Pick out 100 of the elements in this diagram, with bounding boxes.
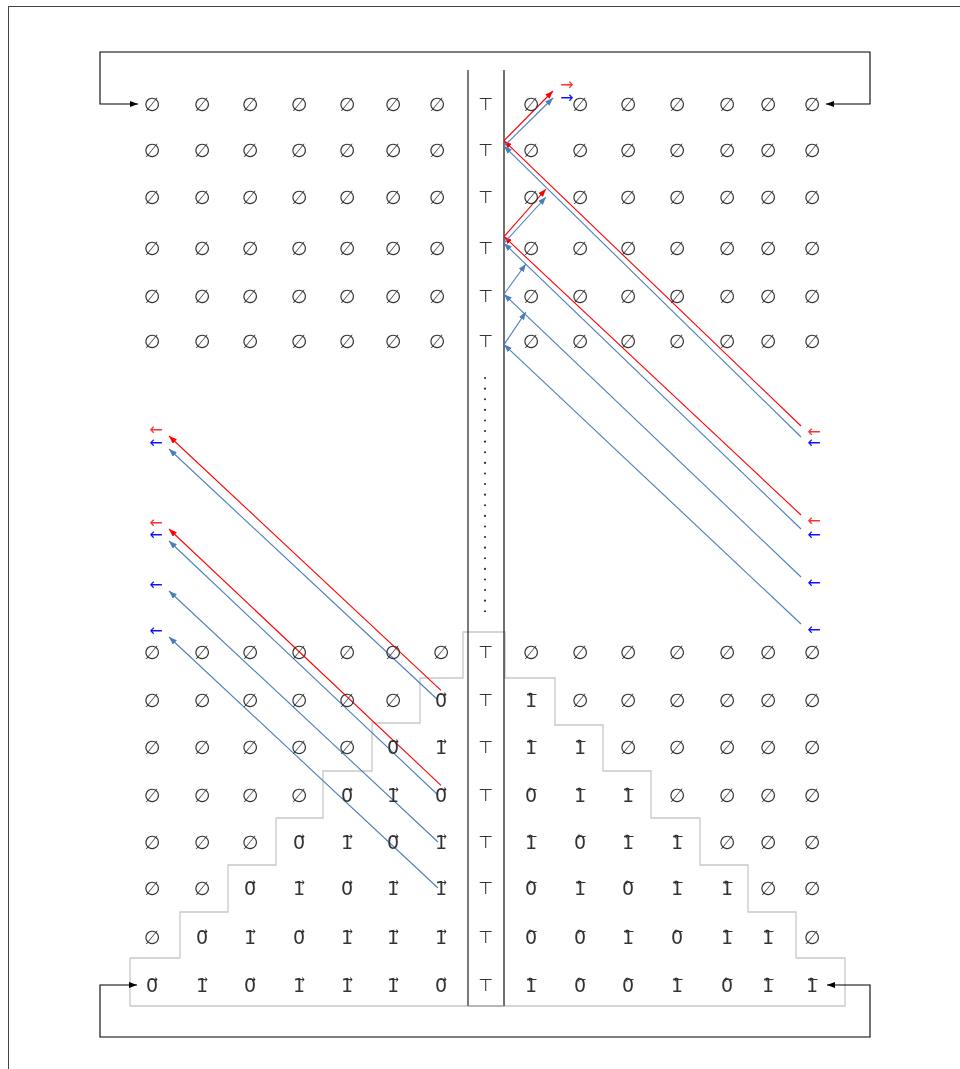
cell-value: ∅	[802, 875, 822, 901]
cell-value: ∅	[144, 287, 160, 305]
cell-value: ∅	[804, 332, 820, 350]
cell-value: ∅	[572, 95, 588, 113]
cell-value: ∅	[669, 188, 685, 206]
cell-value: 0⃖	[719, 972, 735, 998]
arrow	[168, 636, 439, 889]
cell-value: ∅	[138, 89, 166, 119]
cell-value: ∅	[429, 332, 445, 350]
top-symbol: ⊤	[468, 636, 504, 668]
arrow	[503, 344, 802, 625]
cell-value: ∅	[618, 687, 638, 713]
arrow-label: ←	[801, 426, 827, 438]
cell-value: 0⃗	[426, 684, 456, 716]
cell-value: ∅	[142, 875, 162, 901]
cell-value: ∅	[802, 924, 822, 950]
cell-value: 1⃖	[797, 969, 827, 1001]
cell-value: ∅	[291, 332, 307, 350]
cell-value: ∅	[523, 141, 539, 159]
cell-value: ∅	[142, 782, 162, 808]
cell-value: ∅	[719, 188, 735, 206]
cell-value: ∅	[194, 95, 210, 113]
cell-value: ∅	[804, 239, 820, 257]
cell-value: 1⃖	[523, 972, 539, 998]
cell-value: ∅	[521, 639, 541, 665]
cell-value: ∅	[194, 287, 210, 305]
top-symbol: ⊤	[468, 135, 504, 165]
arrow-label: ←	[801, 624, 827, 636]
cell-value: ∅	[758, 639, 778, 665]
arrow	[99, 51, 871, 107]
cell-value: 1⃗	[426, 826, 456, 858]
cell-value: ∅	[339, 239, 355, 257]
arrow	[503, 311, 527, 346]
cell-value: ∅	[192, 639, 212, 665]
cell-value: ∅	[802, 782, 822, 808]
cell-value: ∅	[760, 188, 776, 206]
cell-value: 0⃗	[426, 779, 456, 811]
cell-value: ∅	[572, 239, 588, 257]
cell-value: 0⃖	[523, 875, 539, 901]
cell-value: 1⃖	[669, 829, 685, 855]
arrow-label: ←	[801, 577, 827, 589]
cell-value: ∅	[429, 141, 445, 159]
cell-value: ∅	[385, 188, 401, 206]
cell-value: ∅	[291, 141, 307, 159]
cell-value: ∅	[242, 188, 258, 206]
cell-value: ∅	[291, 188, 307, 206]
cell-value: ∅	[339, 95, 355, 113]
cell-value: ∅	[717, 687, 737, 713]
cell-value: ∅	[717, 782, 737, 808]
top-symbol: ⊤	[468, 326, 504, 356]
top-symbol: ⊤	[468, 921, 504, 953]
cell-value: 1⃖	[669, 875, 685, 901]
arrow-label: ←	[143, 579, 169, 591]
cell-value: ∅	[339, 188, 355, 206]
cell-value: ∅	[194, 188, 210, 206]
cell-value: ∅	[719, 141, 735, 159]
top-symbol: ⊤	[468, 872, 504, 904]
cell-value: ∅	[758, 829, 778, 855]
cell-value: ∅	[620, 332, 636, 350]
cell-value: ∅	[144, 188, 160, 206]
arrow-label: ←	[801, 437, 827, 449]
cell-value: ∅	[620, 188, 636, 206]
cell-value: ∅	[429, 239, 445, 257]
cell-value: ∅	[570, 687, 590, 713]
cell-value: ∅	[572, 332, 588, 350]
arrow-label: ←	[143, 424, 169, 436]
cell-value: 1⃖	[719, 875, 735, 901]
cell-value: ∅	[385, 239, 401, 257]
cell-value: ∅	[242, 95, 258, 113]
cell-value: ∅	[717, 829, 737, 855]
arrow	[503, 97, 554, 147]
arrow	[503, 263, 527, 295]
cell-value: 0⃖	[572, 924, 588, 950]
cell-value: 1⃖	[572, 734, 588, 760]
cell-value: ∅	[760, 239, 776, 257]
cell-value: ∅	[760, 95, 776, 113]
arrow	[503, 90, 554, 142]
cell-value: ∅	[667, 687, 687, 713]
cell-value: ∅	[242, 141, 258, 159]
cell-value: ∅	[758, 687, 778, 713]
cell-value: ∅	[572, 141, 588, 159]
cell-value: ∅	[192, 829, 212, 855]
cell-value: ∅	[144, 239, 160, 257]
cell-value: ∅	[804, 141, 820, 159]
cell-value: ∅	[719, 239, 735, 257]
cell-value: ∅	[431, 639, 451, 665]
cell-value: 0⃖	[523, 924, 539, 950]
arrow-label: ←	[143, 625, 169, 637]
cell-value: ∅	[385, 141, 401, 159]
top-symbol: ⊤	[468, 684, 504, 716]
cell-value: 0⃗	[339, 782, 355, 808]
cell-value: 0⃖	[620, 972, 636, 998]
cell-value: ∅	[618, 734, 638, 760]
cell-value: 1⃗	[339, 829, 355, 855]
cell-value: ∅	[760, 287, 776, 305]
cell-value: ∅	[194, 141, 210, 159]
cell-value: 1⃗	[242, 924, 258, 950]
cell-value: ∅	[802, 734, 822, 760]
cell-value: ∅	[142, 734, 162, 760]
top-symbol: ⊤	[468, 731, 504, 763]
